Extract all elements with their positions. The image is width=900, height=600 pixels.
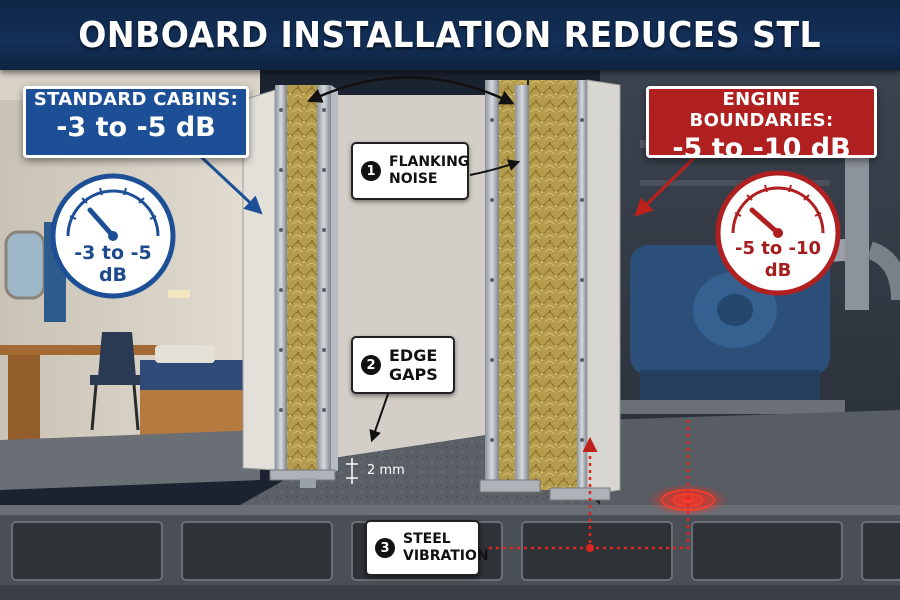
partition-left	[242, 85, 338, 488]
partition-right	[479, 79, 621, 501]
callout-flanking-line2: NOISE	[389, 171, 438, 187]
standard-cabins-label: STANDARD CABINS:	[33, 89, 239, 110]
standard-cabins-box: STANDARD CABINS: -3 to -5 dB	[23, 86, 249, 158]
callout-flanking-line1: FLANKING	[389, 154, 470, 170]
gap-dimension-label: 2 mm	[367, 463, 405, 478]
callout-flanking-noise: 1 FLANKING NOISE	[351, 142, 469, 200]
callout-edge-gaps: 2 EDGE GAPS	[351, 336, 455, 394]
gauge-engine-boundaries-unit: dB	[764, 260, 792, 281]
engine-boundaries-value: -5 to -10 dB	[672, 133, 851, 164]
gauge-standard-cabins-value: -3 to -5	[74, 242, 152, 264]
standard-cabins-pointer	[194, 150, 263, 215]
engine-boundaries-box: ENGINE BOUNDARIES: -5 to -10 dB	[646, 86, 877, 164]
callout-edge-line1: EDGE	[389, 346, 438, 365]
edge-gap-arrow	[369, 393, 389, 443]
gauge-standard-cabins	[50, 173, 176, 299]
engine-boundaries-label: ENGINE BOUNDARIES:	[689, 89, 834, 131]
engine-boundaries-pointer	[634, 150, 702, 217]
gauge-engine-boundaries	[715, 170, 841, 296]
gauge-standard-cabins-unit: dB	[98, 264, 128, 286]
gauge-engine-boundaries-text: -5 to -10 dB	[727, 238, 829, 282]
callout-number-3: 3	[375, 538, 395, 558]
callout-number-1: 1	[361, 161, 381, 181]
gauge-standard-cabins-text: -3 to -5 dB	[62, 242, 164, 286]
callout-steel-line2: VIBRATION	[403, 548, 489, 564]
standard-cabins-value: -3 to -5 dB	[56, 112, 216, 143]
page-title: ONBOARD INSTALLATION REDUCES STL	[78, 14, 822, 56]
gap-dimension-marker	[346, 458, 358, 484]
callout-edge-line2: GAPS	[389, 365, 438, 384]
flanking-arrow	[306, 76, 515, 105]
flanking-callout-arrow	[469, 159, 521, 176]
callout-number-2: 2	[361, 355, 381, 375]
gauge-engine-boundaries-value: -5 to -10	[734, 238, 822, 259]
callout-steel-line1: STEEL	[403, 531, 451, 547]
title-bar: ONBOARD INSTALLATION REDUCES STL	[0, 0, 900, 70]
callout-steel-vibration: 3 STEEL VIBRATION	[365, 520, 489, 576]
vibration-path	[488, 420, 728, 552]
